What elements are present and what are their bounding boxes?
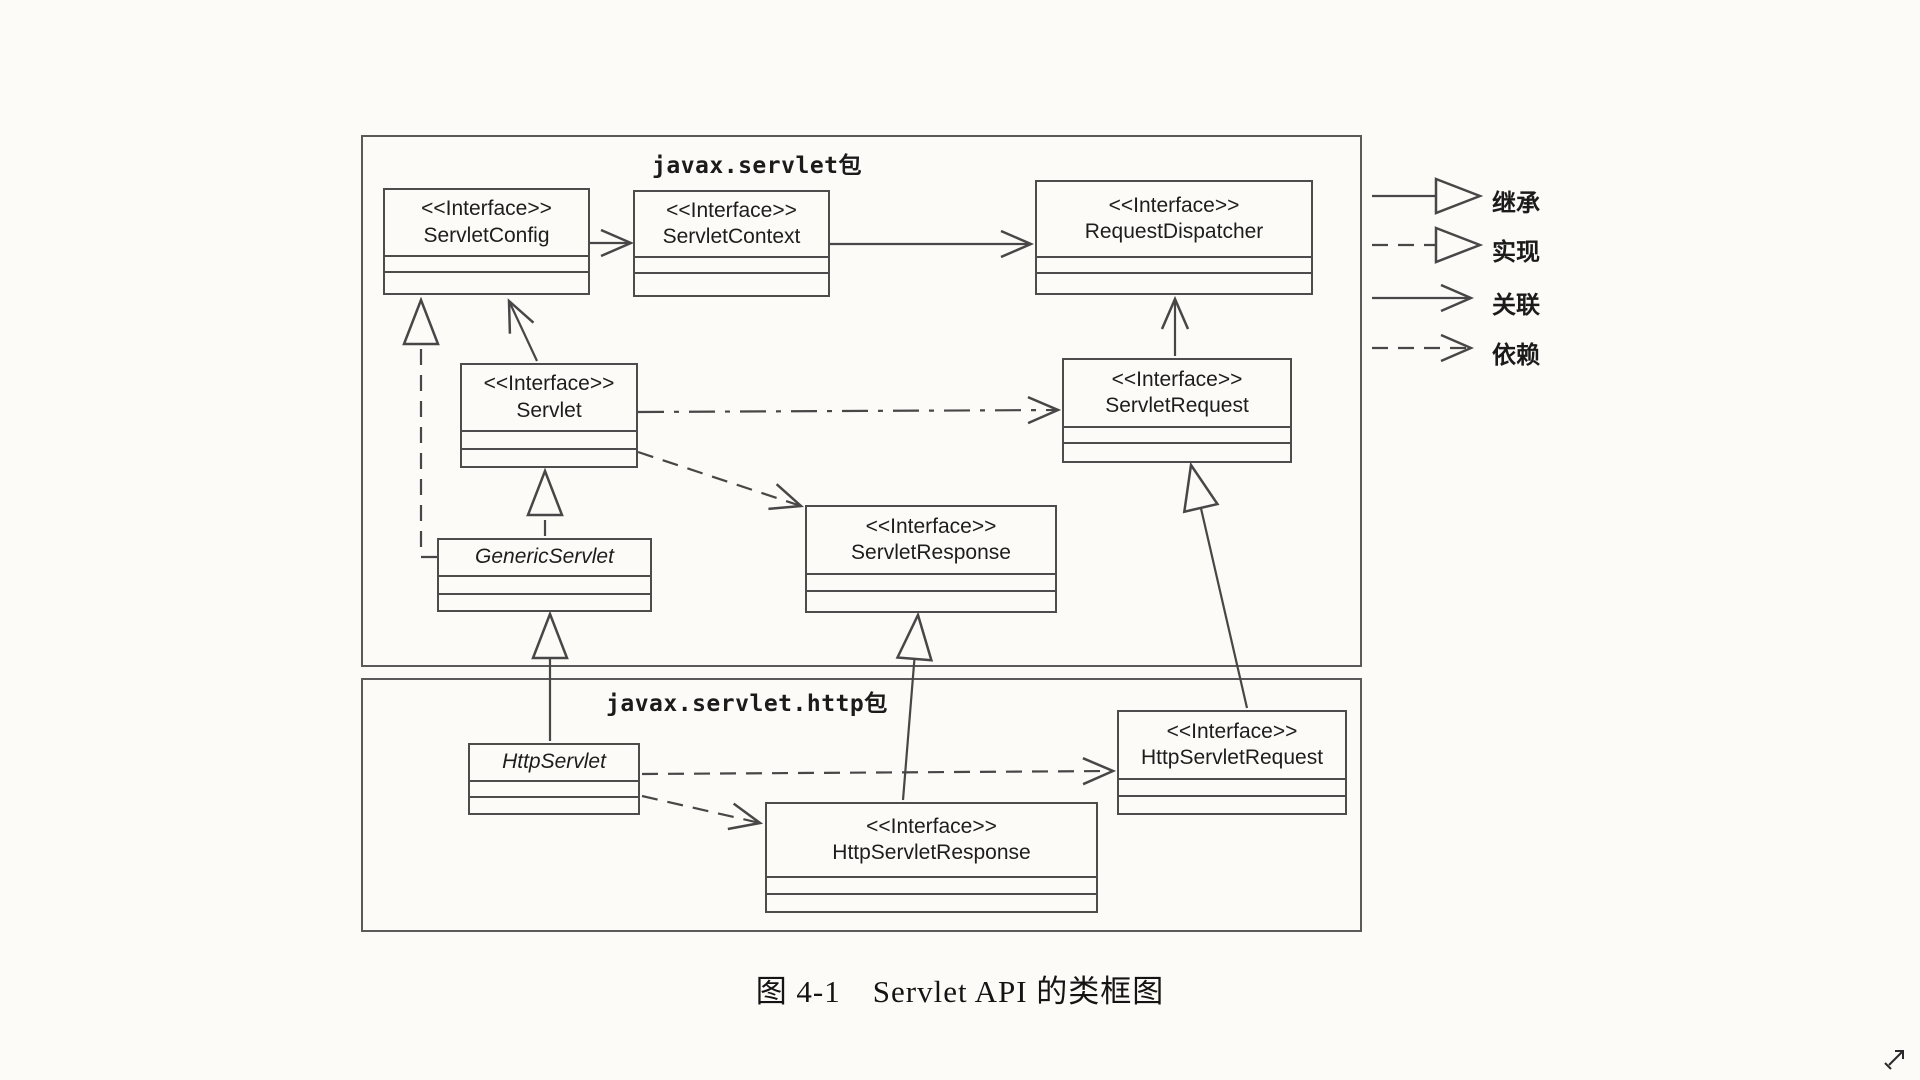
operations-compartment — [1064, 442, 1290, 461]
attributes-compartment — [767, 876, 1096, 893]
class-name-label: ServletRequest — [1105, 394, 1249, 417]
edge-servlet-to-servletconfig-association — [509, 301, 538, 362]
attributes-compartment — [439, 575, 650, 593]
package-label-javax-servlet: javax.servlet包 — [652, 153, 863, 179]
class-name-label: GenericServlet — [475, 545, 614, 569]
class-servlet-response: <<Interface>> ServletResponse — [805, 505, 1057, 613]
class-servlet-request: <<Interface>> ServletRequest — [1062, 358, 1292, 463]
operations-compartment — [439, 593, 650, 610]
class-http-servlet-response: <<Interface>> HttpServletResponse — [765, 802, 1098, 913]
legend-label-dependency: 依赖 — [1492, 342, 1540, 369]
package-label-javax-servlet-http: javax.servlet.http包 — [606, 691, 888, 717]
legend-label-association: 关联 — [1492, 292, 1540, 319]
class-name-label: RequestDispatcher — [1084, 220, 1264, 243]
stereotype-label: <<Interface>> — [1111, 367, 1243, 391]
operations-compartment — [807, 590, 1055, 611]
class-servlet-context: <<Interface>> ServletContext — [633, 190, 830, 297]
class-name-label: HttpServlet — [502, 750, 606, 774]
class-name-label: ServletConfig — [423, 223, 550, 247]
edge-genericservlet-to-servletconfig-realization — [421, 300, 437, 559]
attributes-compartment — [807, 573, 1055, 590]
operations-compartment — [635, 272, 828, 295]
edge-servlet-to-servletrequest-dependency — [637, 410, 1058, 412]
attributes-compartment — [1064, 426, 1290, 442]
attributes-compartment — [462, 430, 636, 448]
attributes-compartment — [470, 780, 638, 796]
operations-compartment — [462, 448, 636, 466]
attributes-compartment — [1037, 256, 1311, 272]
attributes-compartment — [635, 256, 828, 272]
attributes-compartment — [1119, 778, 1345, 795]
class-servlet-config: <<Interface>> ServletConfig — [383, 188, 590, 295]
operations-compartment — [1037, 272, 1311, 293]
edge-servlet-to-servletresponse-dependency — [637, 450, 801, 506]
package-box-javax-servlet — [361, 135, 1362, 667]
class-generic-servlet: GenericServlet — [437, 538, 652, 612]
stereotype-label: <<Interface>> — [866, 814, 997, 838]
class-name-label: ServletResponse — [851, 541, 1011, 564]
edge-httpservletresponse-to-servletresponse-inheritance — [903, 615, 918, 801]
figure-caption: 图 4-1 Servlet API 的类框图 — [755, 974, 1165, 1009]
ne-resize-cursor-icon — [1882, 1042, 1912, 1072]
stereotype-label: <<Interface>> — [666, 198, 797, 222]
operations-compartment — [767, 893, 1096, 911]
legend-label-realization: 实现 — [1492, 239, 1540, 266]
stereotype-label: <<Interface>> — [421, 197, 552, 221]
legend-label-inheritance: 继承 — [1492, 190, 1540, 217]
class-servlet: <<Interface>> Servlet — [460, 363, 638, 468]
attributes-compartment — [385, 255, 588, 271]
class-name-label: ServletContext — [662, 225, 801, 248]
operations-compartment — [385, 271, 588, 293]
package-box-javax-servlet-http — [361, 678, 1362, 932]
class-request-dispatcher: <<Interface>> RequestDispatcher — [1035, 180, 1313, 295]
class-name-label: Servlet — [516, 398, 582, 422]
edge-httpservletrequest-to-servletrequest-inheritance — [1191, 465, 1249, 709]
stereotype-label: <<Interface>> — [865, 514, 997, 538]
stereotype-label: <<Interface>> — [483, 372, 615, 396]
class-http-servlet-request: <<Interface>> HttpServletRequest — [1117, 710, 1347, 815]
stereotype-label: <<Interface>> — [1166, 719, 1298, 743]
edge-httpservlet-to-httpservletrequest-dependency — [641, 771, 1113, 774]
class-name-label: HttpServletRequest — [1140, 746, 1324, 769]
class-http-servlet: HttpServlet — [468, 743, 640, 815]
operations-compartment — [470, 796, 638, 813]
class-name-label: HttpServletResponse — [832, 841, 1031, 864]
operations-compartment — [1119, 795, 1345, 813]
stereotype-label: <<Interface>> — [1108, 193, 1240, 217]
edge-httpservlet-to-httpservletresponse-dependency — [641, 794, 760, 823]
